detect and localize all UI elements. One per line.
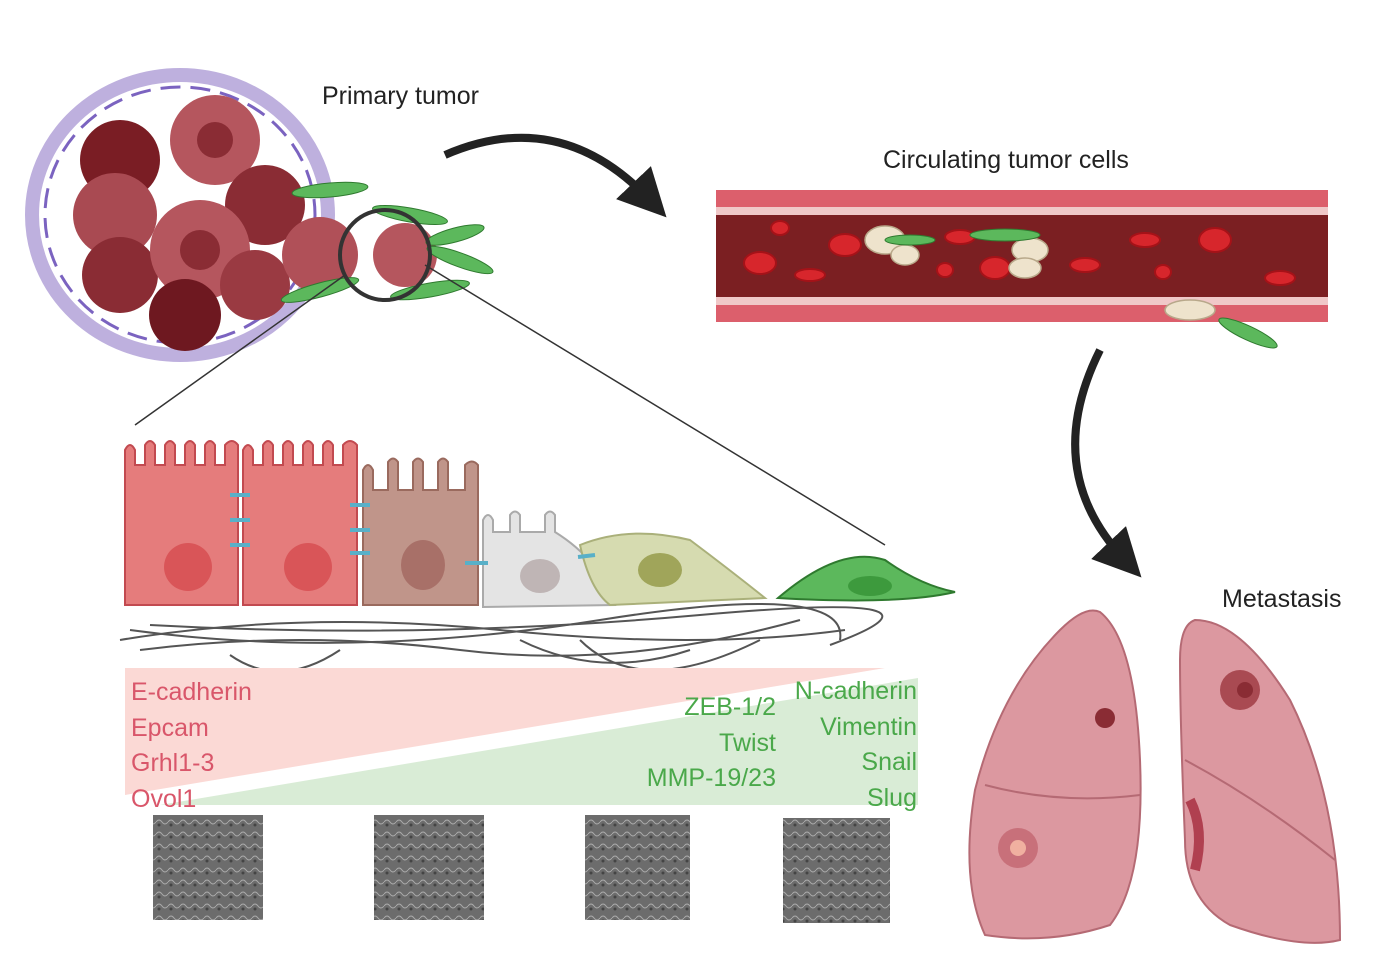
mesenchymal-marker: Vimentin: [820, 713, 917, 741]
primary-tumor-label: Primary tumor: [322, 82, 479, 110]
epithelial-marker: Ovol1: [131, 785, 196, 813]
emt-cell-row: [124, 440, 956, 609]
epithelial-marker: E-cadherin: [131, 678, 252, 706]
mesenchymal-marker: N-cadherin: [795, 677, 917, 705]
epithelial-marker: Grhl1-3: [131, 749, 214, 777]
micrograph-mesenchymal: [783, 818, 890, 923]
mesenchymal-gradient: [160, 678, 918, 805]
micrograph-intermediate-1: [374, 815, 484, 920]
lungs: [968, 609, 1342, 944]
mesenchymal-marker: Slug: [867, 784, 917, 812]
emt-tf: MMP-19/23: [647, 764, 776, 792]
zoom-circle: [338, 208, 432, 302]
metastasis-label: Metastasis: [1222, 585, 1341, 613]
mesenchymal-marker: Snail: [861, 748, 917, 776]
extracellular-matrix: [119, 603, 884, 673]
emt-tf: Twist: [719, 729, 776, 757]
arrow-icon: [1071, 348, 1142, 578]
micrograph-epithelial: [153, 815, 263, 920]
emt-tf: ZEB-1/2: [684, 693, 776, 721]
epithelial-marker: Epcam: [131, 714, 209, 742]
arrow-icon: [443, 133, 667, 218]
circulating-label: Circulating tumor cells: [883, 146, 1129, 174]
primary-tumor: [25, 68, 494, 362]
micrograph-intermediate-2: [585, 815, 690, 920]
epithelial-gradient: [125, 668, 885, 795]
blood-vessel: [716, 190, 1328, 349]
